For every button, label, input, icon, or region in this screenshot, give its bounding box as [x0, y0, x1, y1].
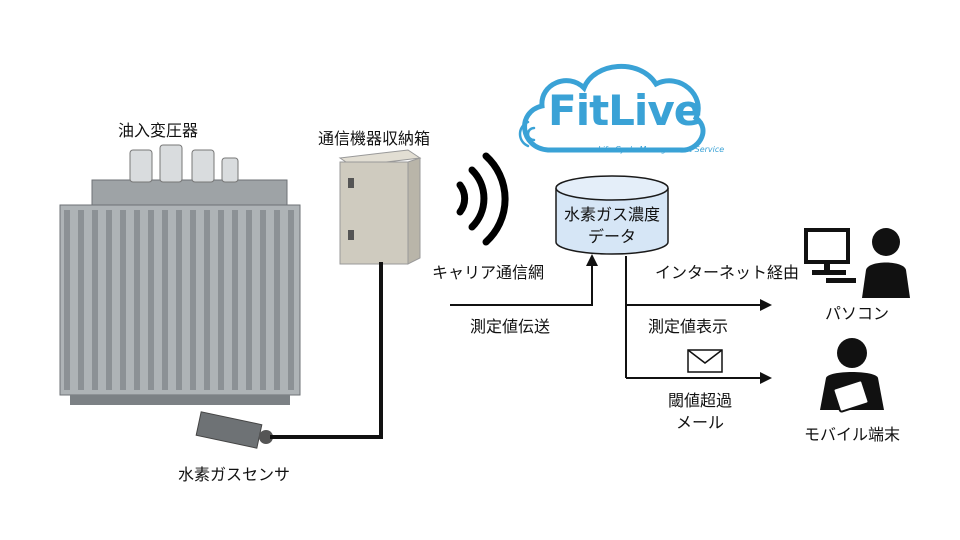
- fitlive-logo: [518, 63, 706, 153]
- logo-name: FitLive: [548, 86, 702, 135]
- hydrogen-sensor-image: [195, 411, 273, 449]
- database-label-line2: データ: [587, 227, 636, 246]
- envelope-icon: [687, 349, 723, 373]
- sensor-wire: [270, 262, 383, 439]
- transformer-label: 油入変圧器: [118, 121, 199, 140]
- logo-tagline: Life Cycle Management Service: [598, 145, 725, 154]
- pc-label: パソコン: [825, 304, 890, 323]
- hydrogen-database-icon: [555, 175, 669, 255]
- database-label: 水素ガス濃度 データ: [556, 204, 668, 248]
- transmit-arrow: [450, 262, 593, 306]
- display-label: 測定値表示: [648, 317, 729, 336]
- mobile-user-icon: [820, 338, 884, 413]
- sensor-label: 水素ガスセンサ: [178, 465, 291, 484]
- threshold-mail-label: 閾値超過 メール: [667, 391, 732, 432]
- wireless-signal-icon: [456, 152, 509, 246]
- transformer-image: [59, 144, 301, 405]
- mobile-label: モバイル端末: [804, 425, 901, 444]
- carrier-label: キャリア通信網: [432, 263, 545, 282]
- pc-user-icon: [804, 228, 910, 298]
- internet-label: インターネット経由: [655, 263, 800, 282]
- enclosure-image: [338, 149, 422, 265]
- database-label-line1: 水素ガス濃度: [563, 205, 660, 224]
- enclosure-label: 通信機器収納箱: [318, 129, 431, 148]
- transmit-label: 測定値伝送: [470, 317, 551, 336]
